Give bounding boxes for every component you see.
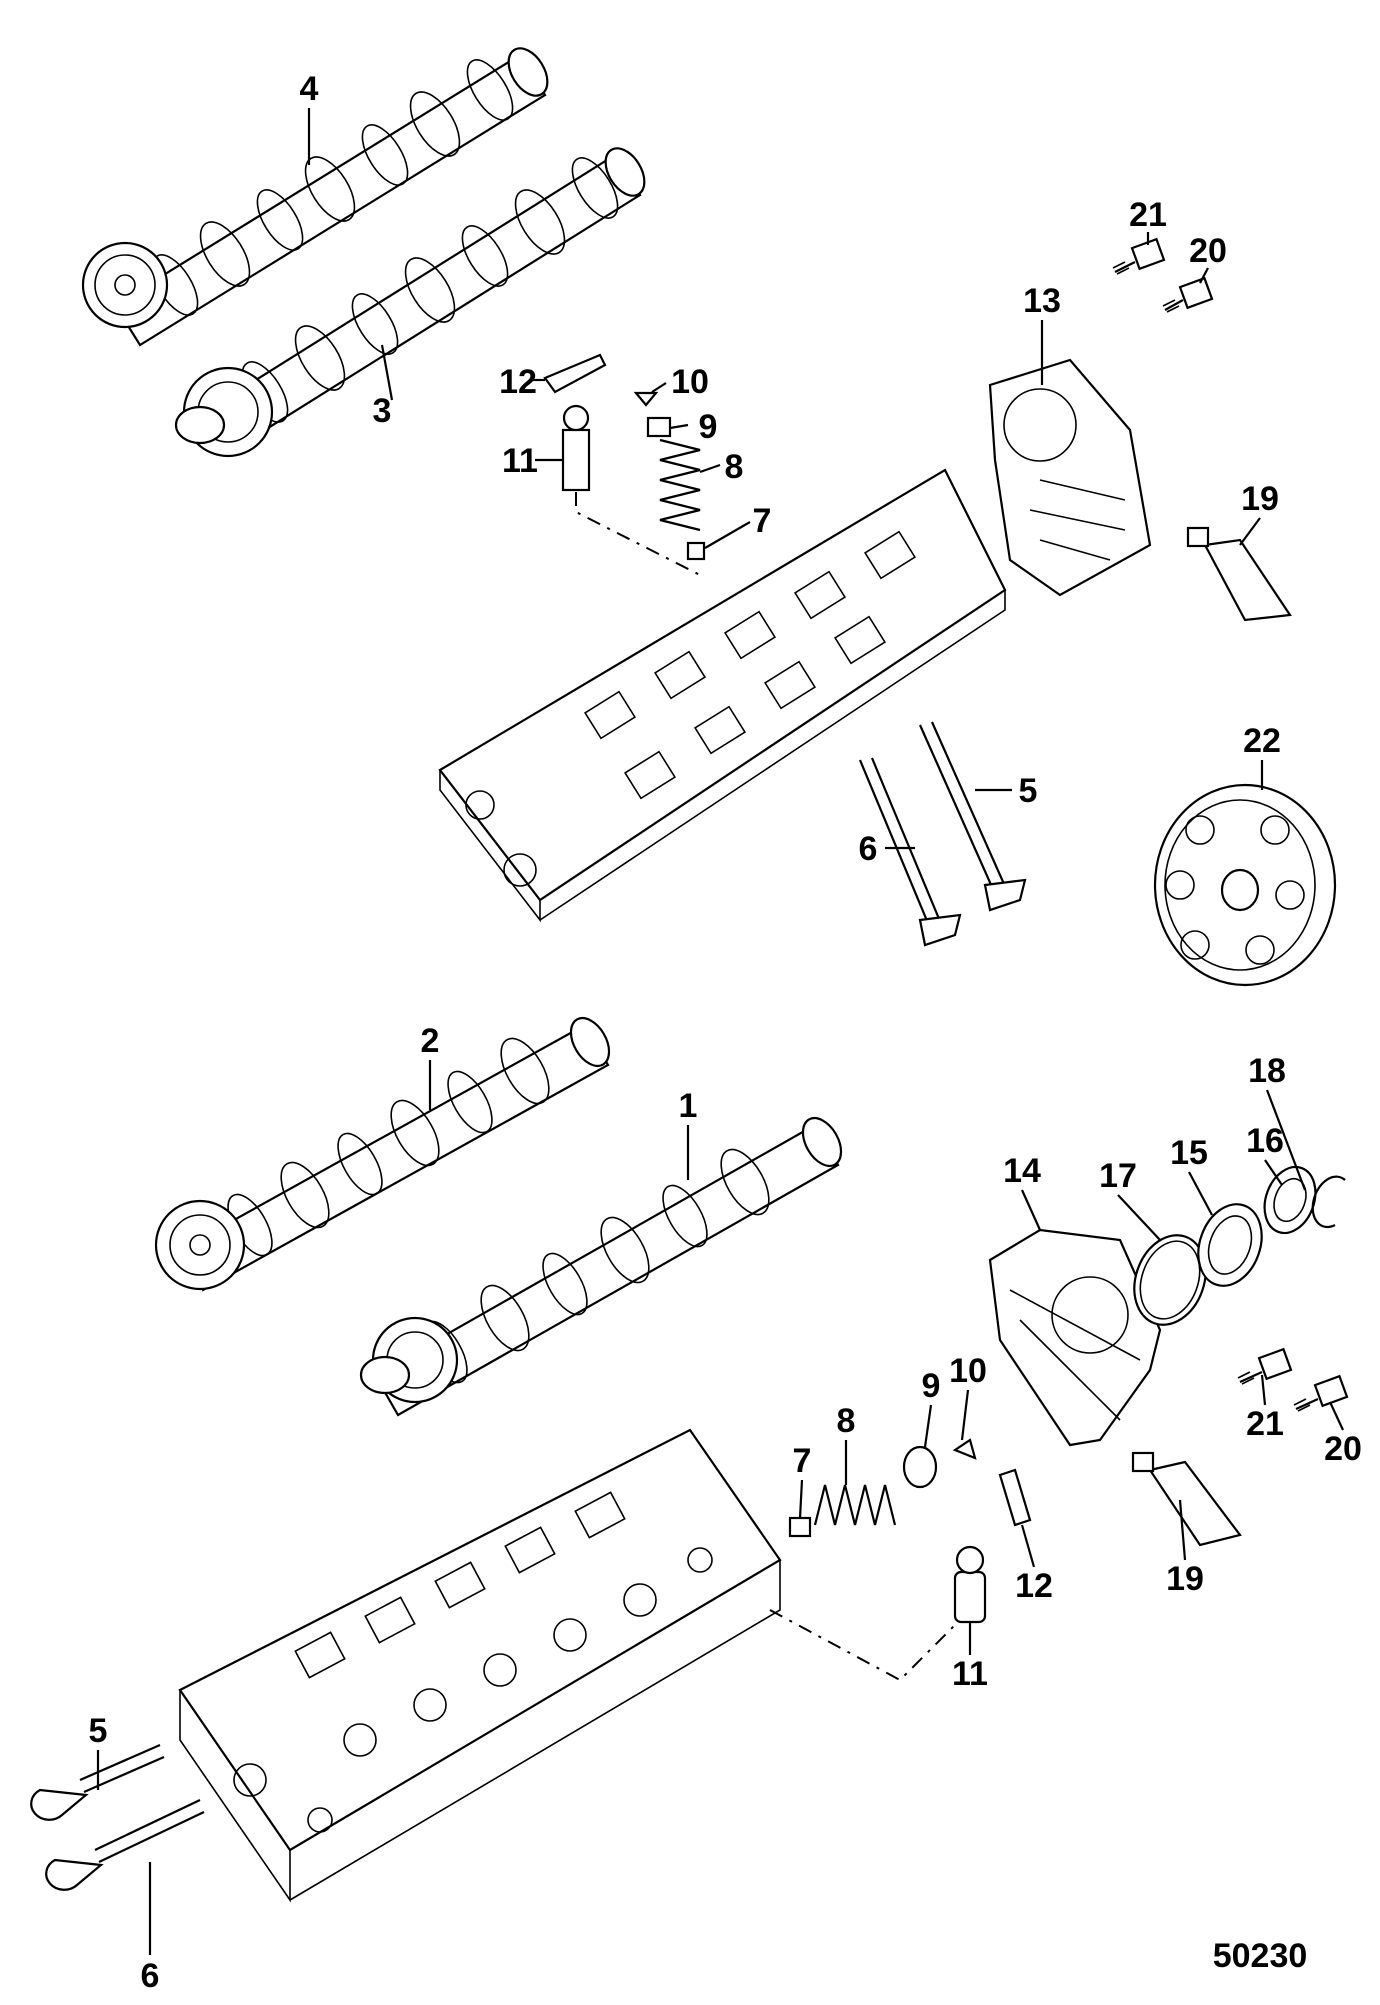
retainer-9-top <box>646 416 672 438</box>
callout-7-bot: 7 <box>793 1442 812 1480</box>
callout-9-bot: 9 <box>922 1367 941 1405</box>
valve-seal-7-top <box>686 541 706 561</box>
seal-15 <box>1197 1203 1263 1287</box>
snap-ring-18 <box>1311 1175 1346 1229</box>
callout-6-top: 6 <box>859 830 878 868</box>
callout-16: 16 <box>1246 1122 1284 1160</box>
sealant-tube-19-bot <box>1131 1451 1242 1547</box>
callout-10-top: 10 <box>671 363 709 401</box>
valve-keeper-10-bot <box>952 1438 977 1460</box>
lifter-11-top <box>561 404 591 492</box>
callout-15: 15 <box>1170 1134 1208 1172</box>
valve-6-bot <box>45 1799 205 1891</box>
bolt-20-bot <box>1293 1374 1349 1412</box>
retainer-9-bot <box>902 1445 938 1489</box>
valve-5-top <box>918 721 1027 912</box>
callout-9-top: 9 <box>699 408 718 446</box>
callout-12-top: 12 <box>499 363 537 401</box>
callout-1: 1 <box>679 1087 698 1125</box>
callout-5-top: 5 <box>1019 772 1038 810</box>
figure-number: 50230 <box>1213 1937 1308 1975</box>
callout-12-bot: 12 <box>1015 1567 1053 1605</box>
callout-7-top: 7 <box>753 502 772 540</box>
camshaft-1 <box>359 1117 843 1417</box>
callout-3-top: 3 <box>373 392 392 430</box>
o-ring-17 <box>1133 1234 1207 1326</box>
leader-dash-11-top <box>575 492 701 576</box>
callout-19-bot: 19 <box>1166 1560 1204 1598</box>
camshaft-2 <box>154 1017 611 1292</box>
callout-21-top: 21 <box>1129 196 1167 234</box>
callout-22: 22 <box>1243 722 1281 760</box>
callout-2: 2 <box>421 1022 440 1060</box>
cylinder-head-lower <box>178 1428 782 1903</box>
leader-dash-11-bot <box>769 1609 956 1682</box>
callout-20-top: 20 <box>1189 232 1227 270</box>
callout-20-bot: 20 <box>1324 1430 1362 1468</box>
rear-cover-14 <box>988 1228 1162 1447</box>
callout-10-bot: 10 <box>949 1352 987 1390</box>
callout-21-bot: 21 <box>1246 1405 1284 1443</box>
callout-11-top: 11 <box>502 442 538 480</box>
valve-seal-7-bot <box>788 1516 812 1538</box>
callout-14: 14 <box>1003 1152 1041 1190</box>
cylinder-head-upper <box>438 468 1007 923</box>
sealant-tube-19-top <box>1186 526 1292 622</box>
callout-6-bot: 6 <box>141 1957 160 1995</box>
bolt-20-top <box>1162 276 1214 313</box>
lifter-11-bot <box>953 1545 987 1624</box>
callout-13: 13 <box>1023 282 1061 320</box>
callout-19-top: 19 <box>1241 480 1279 518</box>
rocker-arm-12-bot <box>998 1468 1032 1527</box>
valve-keeper-10-top <box>633 391 659 407</box>
callout-8-bot: 8 <box>837 1402 856 1440</box>
callout-18: 18 <box>1248 1052 1286 1090</box>
callout-17: 17 <box>1099 1157 1137 1195</box>
valve-spring-8-bot <box>813 1484 897 1526</box>
camshaft-3 <box>174 147 646 458</box>
callout-8-top: 8 <box>725 448 744 486</box>
valve-spring-8-top <box>659 438 701 532</box>
front-cover-13 <box>988 358 1152 597</box>
leader-lines <box>96 108 1344 1955</box>
rocker-arm-12-top <box>543 353 607 394</box>
camshaft-4 <box>81 47 549 347</box>
cam-sprocket-22 <box>1153 783 1337 987</box>
callout-11-bot: 11 <box>952 1655 988 1693</box>
bolt-21-bot <box>1237 1347 1293 1385</box>
bolt-21-top <box>1112 237 1166 275</box>
callout-5-bot: 5 <box>89 1712 108 1750</box>
callout-4-top: 4 <box>300 70 319 108</box>
